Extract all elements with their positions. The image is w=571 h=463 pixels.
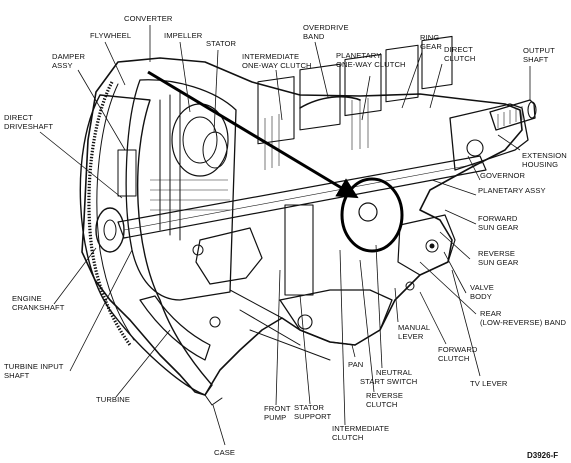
- label-turbine-input-shaft-1: TURBINE INPUT: [4, 362, 64, 371]
- label-direct-driveshaft-1: DIRECT: [4, 113, 33, 122]
- label-rear-band-1: REAR: [480, 309, 502, 318]
- highlight-circle: [340, 177, 404, 253]
- highlight-arrow: [147, 70, 359, 199]
- label-neutral-start-1: NEUTRAL: [376, 368, 412, 377]
- label-engine-crankshaft-1: ENGINE: [12, 294, 42, 303]
- label-pan: PAN: [348, 360, 363, 369]
- label-overdrive-band-2: BAND: [303, 32, 325, 41]
- label-reverse-sun-gear-1: REVERSE: [478, 249, 515, 258]
- label-intermediate-owc-1: INTERMEDIATE: [242, 52, 299, 61]
- label-extension-housing-1: EXTENSION: [522, 151, 567, 160]
- label-front-pump-2: PUMP: [264, 413, 286, 422]
- label-front-pump-1: FRONT: [264, 404, 291, 413]
- torque-converter: [125, 79, 237, 301]
- label-case: CASE: [214, 448, 235, 457]
- label-impeller: IMPELLER: [164, 31, 203, 40]
- stator-assembly: [202, 131, 228, 169]
- label-manual-lever-2: LEVER: [398, 332, 424, 341]
- label-intermediate-clutch-1: INTERMEDIATE: [332, 424, 389, 433]
- label-planetary-assy: PLANETARY ASSY: [478, 186, 546, 195]
- label-reverse-clutch-1: REVERSE: [366, 391, 403, 400]
- label-direct-clutch-1: DIRECT: [444, 45, 473, 54]
- label-direct-clutch-2: CLUTCH: [444, 54, 475, 63]
- overdrive-band: [299, 95, 361, 109]
- flywheel-ring-gear: [87, 81, 132, 346]
- label-reverse-sun-gear-2: SUN GEAR: [478, 258, 519, 267]
- label-governor: GOVERNOR: [480, 171, 526, 180]
- label-direct-driveshaft-2: DRIVESHAFT: [4, 122, 53, 131]
- output-shaft: [489, 99, 536, 131]
- damper-assembly: [117, 149, 137, 197]
- label-output-shaft-1: OUTPUT: [523, 46, 555, 55]
- figure-code: D3926-F: [527, 451, 558, 460]
- label-damper-1: DAMPER: [52, 52, 86, 61]
- callout-labels: CONVERTER FLYWHEEL IMPELLER STATOR DAMPE…: [4, 14, 567, 460]
- label-converter: CONVERTER: [124, 14, 173, 23]
- label-stator-support-2: SUPPORT: [294, 412, 332, 421]
- label-neutral-start-2: START SWITCH: [360, 377, 417, 386]
- oil-pan: [279, 289, 393, 346]
- label-valve-body-2: BODY: [470, 292, 492, 301]
- label-forward-clutch-1: FORWARD: [438, 345, 478, 354]
- leader-lines: [39, 25, 531, 446]
- label-damper-2: ASSY: [52, 61, 73, 70]
- stator-support: [284, 204, 314, 296]
- extension-housing: [449, 103, 529, 171]
- valve-body: [397, 214, 456, 276]
- transmission-illustration: [79, 35, 537, 406]
- label-forward-sun-gear-1: FORWARD: [478, 214, 518, 223]
- label-rear-band-2: (LOW-REVERSE) BAND: [480, 318, 566, 327]
- label-intermediate-clutch-2: CLUTCH: [332, 433, 363, 442]
- main-shaft: [117, 155, 487, 239]
- label-planetary-owc-2: ONE-WAY CLUTCH: [336, 60, 406, 69]
- label-flywheel: FLYWHEEL: [90, 31, 131, 40]
- label-valve-body-1: VALVE: [470, 283, 494, 292]
- label-ring-gear-1: RING: [420, 33, 439, 42]
- label-turbine: TURBINE: [96, 395, 130, 404]
- crankshaft-hub: [95, 207, 125, 253]
- turbine: [139, 295, 211, 361]
- label-manual-lever-1: MANUAL: [398, 323, 430, 332]
- label-turbine-input-shaft-2: SHAFT: [4, 371, 30, 380]
- label-stator-support-1: STATOR: [294, 403, 325, 412]
- label-forward-sun-gear-2: SUN GEAR: [478, 223, 519, 232]
- label-reverse-clutch-2: CLUTCH: [366, 400, 397, 409]
- label-planetary-owc-1: PLANETARY: [336, 51, 381, 60]
- label-extension-housing-2: HOUSING: [522, 160, 558, 169]
- governor: [466, 139, 484, 157]
- label-forward-clutch-2: CLUTCH: [438, 354, 469, 363]
- label-overdrive-band-1: OVERDRIVE: [303, 23, 349, 32]
- front-pump: [195, 227, 263, 285]
- label-ring-gear-2: GEAR: [420, 42, 442, 51]
- label-tv-lever: TV LEVER: [470, 379, 508, 388]
- label-engine-crankshaft-2: CRANKSHAFT: [12, 303, 65, 312]
- transmission-case: [81, 57, 523, 396]
- label-intermediate-owc-2: ONE-WAY CLUTCH: [242, 61, 312, 70]
- label-output-shaft-2: SHAFT: [523, 55, 549, 64]
- label-stator: STATOR: [206, 39, 237, 48]
